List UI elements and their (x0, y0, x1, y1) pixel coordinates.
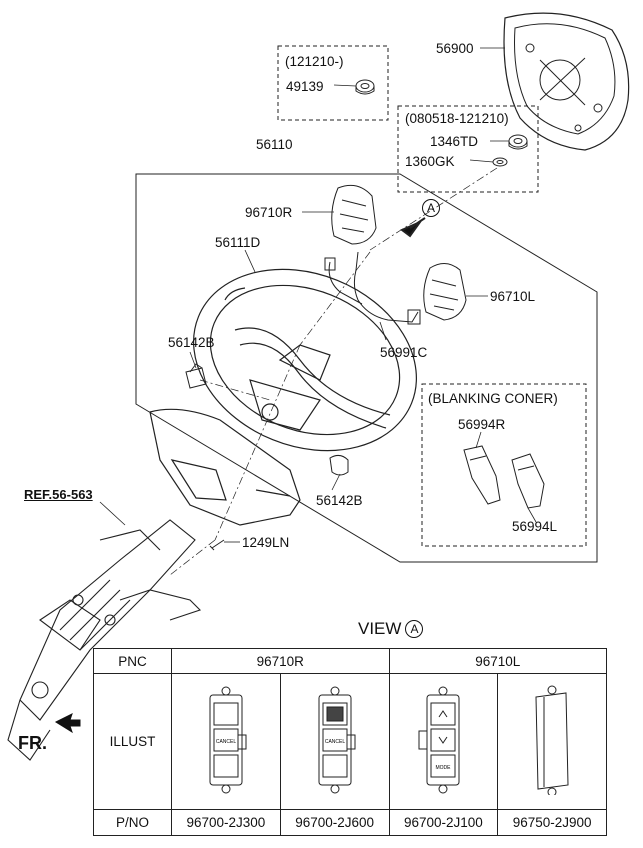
label-56142b-lower: 56142B (316, 493, 363, 508)
part-number-cell: 96750-2J900 (497, 809, 607, 836)
label-56142b-upper: 56142B (168, 335, 215, 350)
nut-49139-icon (355, 79, 375, 95)
view-label: VIEW (358, 619, 402, 638)
group-header-left: 96710L (388, 648, 607, 674)
assembly-boundary (135, 173, 598, 563)
part-number-cell: 96700-2J100 (388, 809, 499, 836)
label-96710r: 96710R (245, 205, 293, 220)
view-a-callout: A (418, 199, 440, 217)
table-row: ILLUST CANCEL (93, 673, 607, 810)
front-arrow-icon (54, 713, 81, 734)
illust-header: ILLUST (93, 673, 172, 810)
label-blanking-coner: (BLANKING CONER) (428, 391, 558, 406)
label-080518: (080518-121210) (405, 111, 509, 126)
steering-column-icon (7, 519, 202, 761)
switch-96710l-icon (423, 263, 467, 321)
connector-icon (324, 257, 336, 271)
washer-1360gk-icon (492, 157, 508, 167)
table-row: P/NO 96700-2J300 96700-2J600 96700-2J100… (93, 809, 607, 836)
view-marker-a: A (405, 620, 424, 638)
switch-illust-icon: CANCEL (318, 686, 356, 794)
label-96710l: 96710L (490, 289, 536, 304)
illust-cell: CANCEL (279, 673, 390, 810)
connector-icon (407, 309, 421, 325)
blanking-cover-56994r-icon (463, 445, 501, 505)
label-56994l: 56994L (512, 519, 558, 534)
switch-illust-icon: MODE (418, 686, 460, 794)
blank-cover-illust-icon (535, 685, 569, 797)
label-front: FR. (18, 733, 47, 753)
illust-cell (497, 673, 607, 810)
mode-text: MODE (436, 765, 452, 771)
table-row: PNC 96710R 96710L (93, 648, 607, 674)
pnc-header: PNC (93, 648, 172, 674)
label-1249ln: 1249LN (242, 535, 290, 550)
label-56994r: 56994R (458, 417, 506, 432)
box-080518 (397, 105, 539, 193)
label-56991c: 56991C (380, 345, 428, 360)
illust-cell: MODE (388, 673, 499, 810)
nut-1346td-icon (508, 134, 528, 150)
airbag-module-icon (503, 12, 630, 151)
view-a-arrow-icon (400, 217, 426, 238)
label-49139: 49139 (286, 79, 324, 94)
box-121210 (277, 45, 389, 121)
lower-cover-icon (149, 408, 301, 526)
label-1360gk: 1360GK (405, 154, 455, 169)
box-blanking (421, 383, 587, 547)
label-ref: REF.56-563 (24, 487, 93, 502)
part-number-cell: 96700-2J600 (279, 809, 390, 836)
label-121210: (121210-) (285, 54, 344, 69)
clip-56142b-upper-icon (185, 363, 207, 389)
label-1346td: 1346TD (430, 134, 479, 149)
part-number-cell: 96700-2J300 (171, 809, 281, 836)
cancel-text: CANCEL (216, 739, 237, 745)
parts-table: PNC 96710R 96710L ILLUST CANCEL (93, 648, 607, 836)
leader-lines (99, 47, 537, 543)
label-56111d: 56111D (215, 235, 261, 250)
blanking-cover-56994l-icon (511, 453, 545, 509)
view-marker-callout: A (422, 199, 440, 217)
screw-1249ln-icon (209, 539, 225, 551)
steering-wheel-icon (193, 268, 417, 452)
label-56110: 56110 (256, 137, 293, 152)
center-lines (169, 167, 498, 576)
illust-cell: CANCEL (171, 673, 281, 810)
switch-96710r-icon (331, 184, 377, 245)
wiring-harness-icon (328, 251, 419, 323)
cancel-text: CANCEL (324, 739, 345, 745)
switch-illust-icon: CANCEL (209, 686, 247, 794)
clip-56142b-lower-icon (329, 454, 349, 476)
group-header-right: 96710R (171, 648, 390, 674)
pno-header: P/NO (93, 809, 172, 836)
label-56900: 56900 (436, 41, 474, 56)
